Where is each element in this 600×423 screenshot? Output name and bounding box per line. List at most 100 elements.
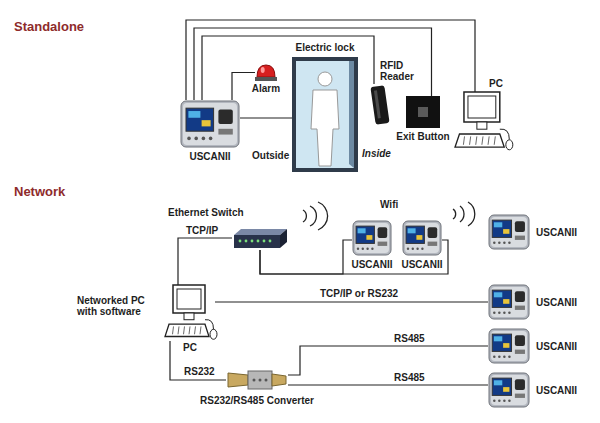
screen-window bbox=[503, 299, 509, 304]
wave-arc bbox=[453, 209, 456, 219]
door-node: Electric lock bbox=[292, 57, 358, 172]
alarm-node: Alarm bbox=[255, 64, 277, 81]
device-screen bbox=[186, 108, 214, 131]
port-light bbox=[251, 240, 254, 243]
device-icon bbox=[181, 101, 239, 147]
device-label: USCANII bbox=[536, 297, 592, 308]
exit-node: Exit Button bbox=[406, 96, 440, 128]
device-node: USCANII bbox=[488, 328, 530, 364]
device-node: USCANII bbox=[402, 220, 442, 256]
device-label: USCANII bbox=[346, 259, 398, 270]
alarm-base bbox=[255, 77, 277, 81]
screen-window bbox=[358, 228, 366, 233]
key-row bbox=[178, 326, 179, 334]
screw bbox=[265, 379, 268, 382]
screen-window bbox=[503, 229, 509, 234]
key-dot bbox=[503, 242, 506, 245]
device-symbol bbox=[488, 372, 530, 408]
wave-arc bbox=[310, 206, 316, 226]
exit-icon bbox=[406, 96, 440, 128]
wave-arc bbox=[460, 206, 464, 222]
person-head bbox=[318, 72, 332, 86]
door-symbol bbox=[292, 57, 358, 172]
device-face bbox=[491, 287, 527, 317]
key-dot bbox=[503, 400, 506, 403]
key-dot bbox=[362, 248, 364, 250]
device-icon bbox=[489, 285, 529, 319]
key-dot bbox=[498, 356, 501, 359]
device-screen bbox=[492, 334, 511, 351]
button-plate bbox=[406, 96, 440, 128]
wire-connector bbox=[178, 238, 232, 285]
device-body bbox=[489, 215, 529, 249]
fingerprint-sensor bbox=[515, 221, 525, 232]
key-dot bbox=[202, 137, 206, 141]
wire-connector bbox=[232, 73, 255, 101]
reader-shine bbox=[374, 90, 381, 118]
reader-body bbox=[370, 85, 389, 125]
wire-connector bbox=[240, 117, 292, 118]
db-connector bbox=[228, 373, 248, 387]
device-symbol bbox=[402, 220, 442, 256]
device-body bbox=[403, 221, 441, 255]
conv-icon bbox=[228, 371, 286, 389]
link-label: TCP/IP bbox=[184, 225, 220, 236]
key-row bbox=[482, 136, 483, 144]
device-symbol bbox=[488, 284, 530, 320]
device-node: USCANII bbox=[488, 284, 530, 320]
device-node: USCANII bbox=[488, 372, 530, 408]
port-light bbox=[257, 240, 260, 243]
key-dot bbox=[493, 400, 496, 403]
device-label: RS232/RS485 Converter bbox=[196, 395, 318, 406]
key-dot bbox=[366, 248, 368, 250]
monitor-stand bbox=[184, 313, 194, 320]
key-dot bbox=[416, 248, 418, 250]
device-body bbox=[489, 329, 529, 363]
device-body bbox=[489, 285, 529, 319]
wire-connector bbox=[170, 341, 226, 380]
section-heading: Standalone bbox=[14, 19, 84, 34]
device-label: RFID Reader bbox=[380, 60, 424, 82]
key-row bbox=[494, 136, 495, 144]
switch-symbol bbox=[232, 226, 288, 250]
device-screen bbox=[492, 220, 511, 237]
device-icon bbox=[353, 221, 391, 255]
wire-connector bbox=[288, 346, 488, 375]
device-node: USCANII bbox=[352, 220, 392, 256]
alarm-symbol bbox=[255, 64, 277, 81]
pc-node: PC bbox=[455, 92, 511, 152]
port-light bbox=[239, 240, 242, 243]
key-row bbox=[470, 136, 471, 144]
device-face bbox=[491, 375, 527, 405]
key-bar bbox=[218, 129, 232, 135]
key-dot bbox=[493, 356, 496, 359]
wire-connector bbox=[215, 301, 488, 302]
device-face bbox=[491, 331, 527, 361]
key-bar bbox=[515, 236, 525, 240]
key-row bbox=[173, 326, 174, 334]
fingerprint-sensor bbox=[378, 227, 388, 238]
wave-arc bbox=[468, 202, 475, 226]
pc-icon bbox=[165, 285, 217, 339]
device-body bbox=[489, 373, 529, 407]
mouse bbox=[210, 329, 217, 339]
conv-node: RS232/RS485 Converter bbox=[226, 368, 288, 392]
link-label: RS485 bbox=[392, 333, 427, 344]
mouse-cable bbox=[205, 320, 214, 330]
screen-window bbox=[494, 336, 502, 341]
door-glass bbox=[296, 61, 354, 168]
device-label: USCANII bbox=[536, 385, 592, 396]
key-bar bbox=[428, 242, 438, 246]
device-face bbox=[183, 103, 237, 145]
key-bar bbox=[515, 350, 525, 354]
side-label: Outside bbox=[252, 150, 289, 162]
device-label: USCANII bbox=[536, 341, 592, 352]
key-bar bbox=[515, 306, 525, 310]
screen-window bbox=[416, 235, 422, 240]
key-dot bbox=[412, 248, 414, 250]
exit-symbol bbox=[406, 96, 440, 128]
device-screen bbox=[356, 226, 374, 243]
key-dot bbox=[493, 242, 496, 245]
pc-symbol bbox=[455, 92, 511, 152]
